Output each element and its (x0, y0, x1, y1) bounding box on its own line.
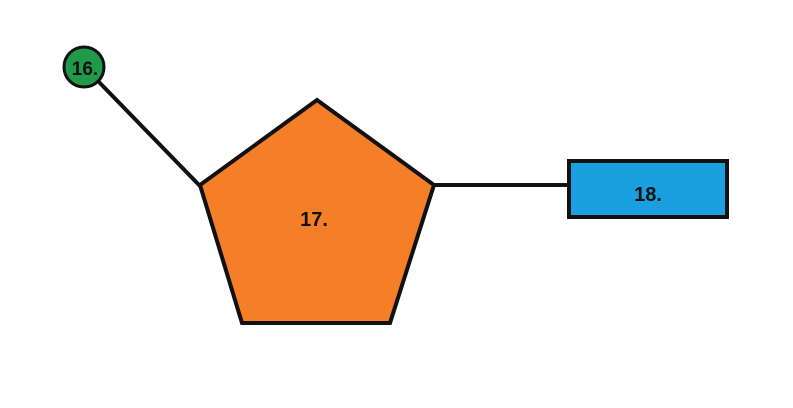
rectangle-shape (567, 159, 729, 219)
pentagon-label: 17. (300, 209, 328, 231)
pentagon-shape (197, 97, 437, 325)
rectangle-label: 18. (634, 184, 662, 206)
circle-node: 16. (62, 45, 106, 89)
connector-line-circle-pentagon (95, 78, 202, 188)
pentagon-node: 17. (197, 97, 437, 325)
circle-shape (62, 45, 106, 89)
circle-label: 16. (72, 59, 98, 80)
rectangle-node: 18. (567, 159, 729, 219)
